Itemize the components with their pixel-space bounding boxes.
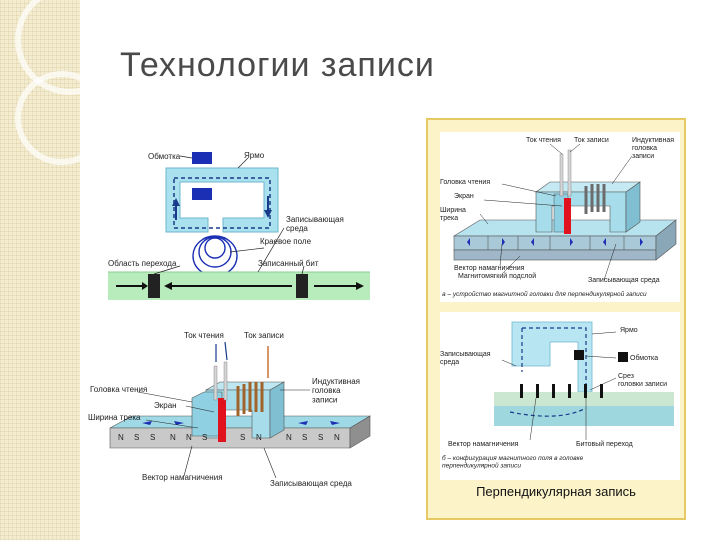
- transition-marker-left: [148, 274, 160, 298]
- decorative-circles: [15, 0, 120, 165]
- label-read-head: Головка чтения: [90, 385, 147, 394]
- label-recorded-bit: Записанный бит: [258, 259, 319, 268]
- label-medium: Записывающая среда: [270, 479, 352, 488]
- pole-labels: N S S N N S S N N S S N: [118, 433, 340, 442]
- label-screen: Экран: [154, 401, 177, 410]
- winding-block-bottom: [192, 188, 212, 200]
- label-read-head: Головка чтения: [440, 179, 490, 186]
- svg-text:N: N: [118, 433, 124, 442]
- label-soft-underlayer: Магнитомягкий подслой: [458, 272, 536, 280]
- svg-text:S: S: [202, 433, 207, 442]
- label-yoke: Ярмо: [244, 151, 265, 160]
- perpendicular-yoke: [511, 321, 593, 393]
- label-read-current: Ток чтения: [184, 331, 224, 340]
- label-medium: Записывающая среда: [588, 277, 660, 284]
- slide-title: Технологии записи: [120, 46, 435, 84]
- perpendicular-write-head: [535, 149, 641, 234]
- label-write-current: Ток записи: [244, 331, 284, 340]
- label-winding: Обмотка: [630, 354, 658, 362]
- svg-text:S: S: [150, 433, 155, 442]
- winding-block: [574, 350, 584, 360]
- perpendicular-caption: Перпендикулярная запись: [476, 484, 636, 499]
- fringe-field-lines: [192, 235, 238, 277]
- label-magnet-vector: Вектор намагничения: [454, 265, 525, 272]
- label-transition: Область перехода: [108, 259, 177, 268]
- read-sensor: [564, 198, 571, 234]
- svg-text:N: N: [256, 433, 262, 442]
- transition-marker-right: [296, 274, 308, 298]
- svg-text:N: N: [334, 433, 340, 442]
- label-bit-transition: Битовый переход: [576, 440, 633, 448]
- recording-medium-block: [109, 415, 372, 449]
- magnetization-arrows: [142, 421, 340, 425]
- label-write-current: Ток записи: [574, 137, 609, 144]
- read-head-block: [191, 341, 269, 442]
- svg-text:S: S: [240, 433, 245, 442]
- label-read-current: Ток чтения: [526, 137, 561, 144]
- label-track-width: Ширина трека: [88, 413, 141, 422]
- yoke-shape: [165, 167, 279, 233]
- svg-text:N: N: [170, 433, 176, 442]
- svg-text:S: S: [318, 433, 323, 442]
- winding-block-top: [192, 152, 212, 164]
- read-sensor: [218, 398, 226, 442]
- label-fringe-field: Краевое поле: [260, 237, 312, 246]
- soft-underlayer: [494, 406, 674, 426]
- svg-text:S: S: [134, 433, 139, 442]
- svg-text:N: N: [286, 433, 292, 442]
- label-winding: Обмотка: [148, 152, 181, 161]
- label-magnet-vector: Вектор намагничения: [142, 473, 223, 482]
- caption-b: б – конфигурация магнитного поля в голов…: [442, 454, 584, 469]
- label-screen: Экран: [454, 193, 474, 200]
- longitudinal-read-write-diagram: N S S N N S S N N S S N Ток чтения Ток з…: [88, 326, 372, 492]
- svg-text:S: S: [302, 433, 307, 442]
- label-magnet-vector-b: Вектор намагничения: [448, 441, 519, 448]
- caption-a: а – устройство магнитной головки для пер…: [442, 290, 647, 298]
- label-yoke: Ярмо: [620, 327, 638, 334]
- svg-text:N: N: [186, 433, 192, 442]
